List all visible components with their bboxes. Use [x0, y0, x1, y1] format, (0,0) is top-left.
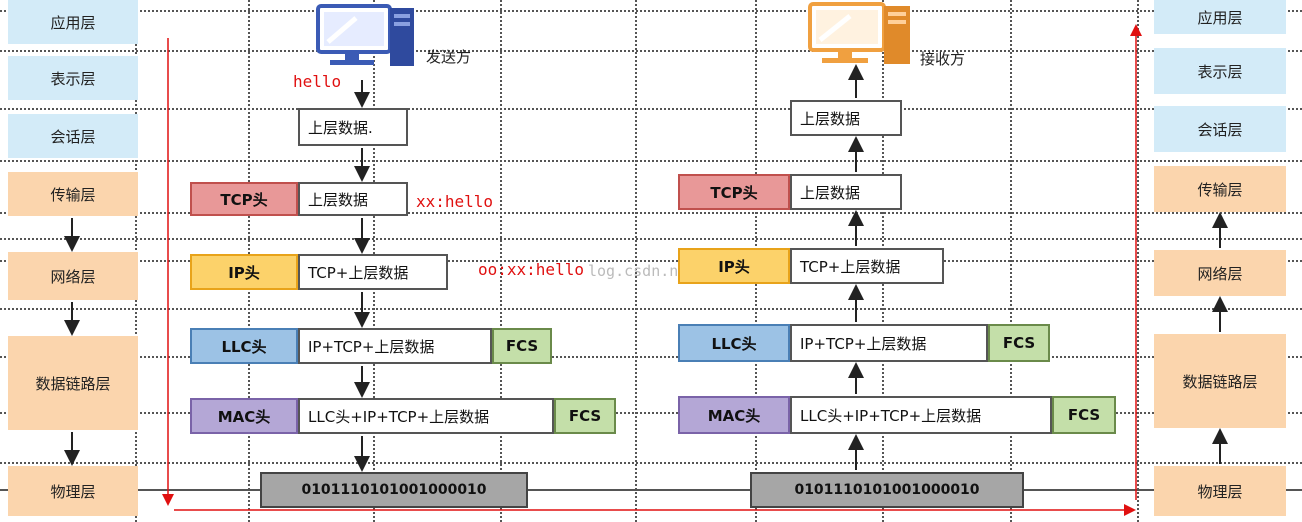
sender-label: 发送方	[426, 48, 472, 66]
sender-llc-header: LLC头	[190, 328, 298, 364]
sender-bitstream: 0101110101001000010	[260, 472, 528, 508]
receiver-mac-fcs: FCS	[1052, 396, 1116, 434]
right-layer-network: 网络层	[1154, 250, 1286, 296]
sender-tcp-header: TCP头	[190, 182, 298, 216]
sender-mac-data: LLC头+IP+TCP+上层数据	[298, 398, 554, 434]
sender-llc-fcs: FCS	[492, 328, 552, 364]
right-layer-presentation: 表示层	[1154, 48, 1286, 94]
right-layer-datalink: 数据链路层	[1154, 334, 1286, 428]
right-layer-transport: 传输层	[1154, 166, 1286, 212]
physical-medium-line	[0, 489, 1302, 491]
receiver-mac-header: MAC头	[678, 396, 790, 434]
annotation-xx-hello: xx:hello	[416, 192, 494, 211]
receiver-ip-data: TCP+上层数据	[790, 248, 944, 284]
left-layer-session: 会话层	[8, 114, 138, 158]
receiver-ip-header: IP头	[678, 248, 790, 284]
left-layer-network: 网络层	[8, 252, 138, 300]
annotation-oo-xx-hello: oo:xx:hello	[478, 260, 584, 279]
sender-ip-header: IP头	[190, 254, 298, 290]
left-layer-presentation: 表示层	[8, 56, 138, 100]
left-layer-datalink: 数据链路层	[8, 336, 138, 430]
receiver-label: 接收方	[920, 50, 966, 68]
receiver-tcp-header: TCP头	[678, 174, 790, 210]
receiver-llc-data: IP+TCP+上层数据	[790, 324, 988, 362]
sender-mac-header: MAC头	[190, 398, 298, 434]
annotation-hello: hello	[293, 72, 342, 91]
sender-llc-data: IP+TCP+上层数据	[298, 328, 492, 364]
receiver-llc-fcs: FCS	[988, 324, 1050, 362]
receiver-bitstream: 0101110101001000010	[750, 472, 1024, 508]
right-layer-physical: 物理层	[1154, 466, 1286, 516]
left-layer-transport: 传输层	[8, 172, 138, 216]
receiver-data-box: 上层数据	[790, 100, 902, 136]
right-layer-session: 会话层	[1154, 106, 1286, 152]
watermark-url: log.csdn.net/	[588, 262, 706, 280]
sender-mac-fcs: FCS	[554, 398, 616, 434]
sender-tcp-data: 上层数据	[298, 182, 408, 216]
left-layer-application: 应用层	[8, 0, 138, 44]
left-layer-physical: 物理层	[8, 466, 138, 516]
receiver-mac-data: LLC头+IP+TCP+上层数据	[790, 396, 1052, 434]
sender-ip-data: TCP+上层数据	[298, 254, 448, 290]
right-layer-application: 应用层	[1154, 0, 1286, 34]
receiver-tcp-data: 上层数据	[790, 174, 902, 210]
sender-data-box: 上层数据.	[298, 108, 408, 146]
receiver-llc-header: LLC头	[678, 324, 790, 362]
